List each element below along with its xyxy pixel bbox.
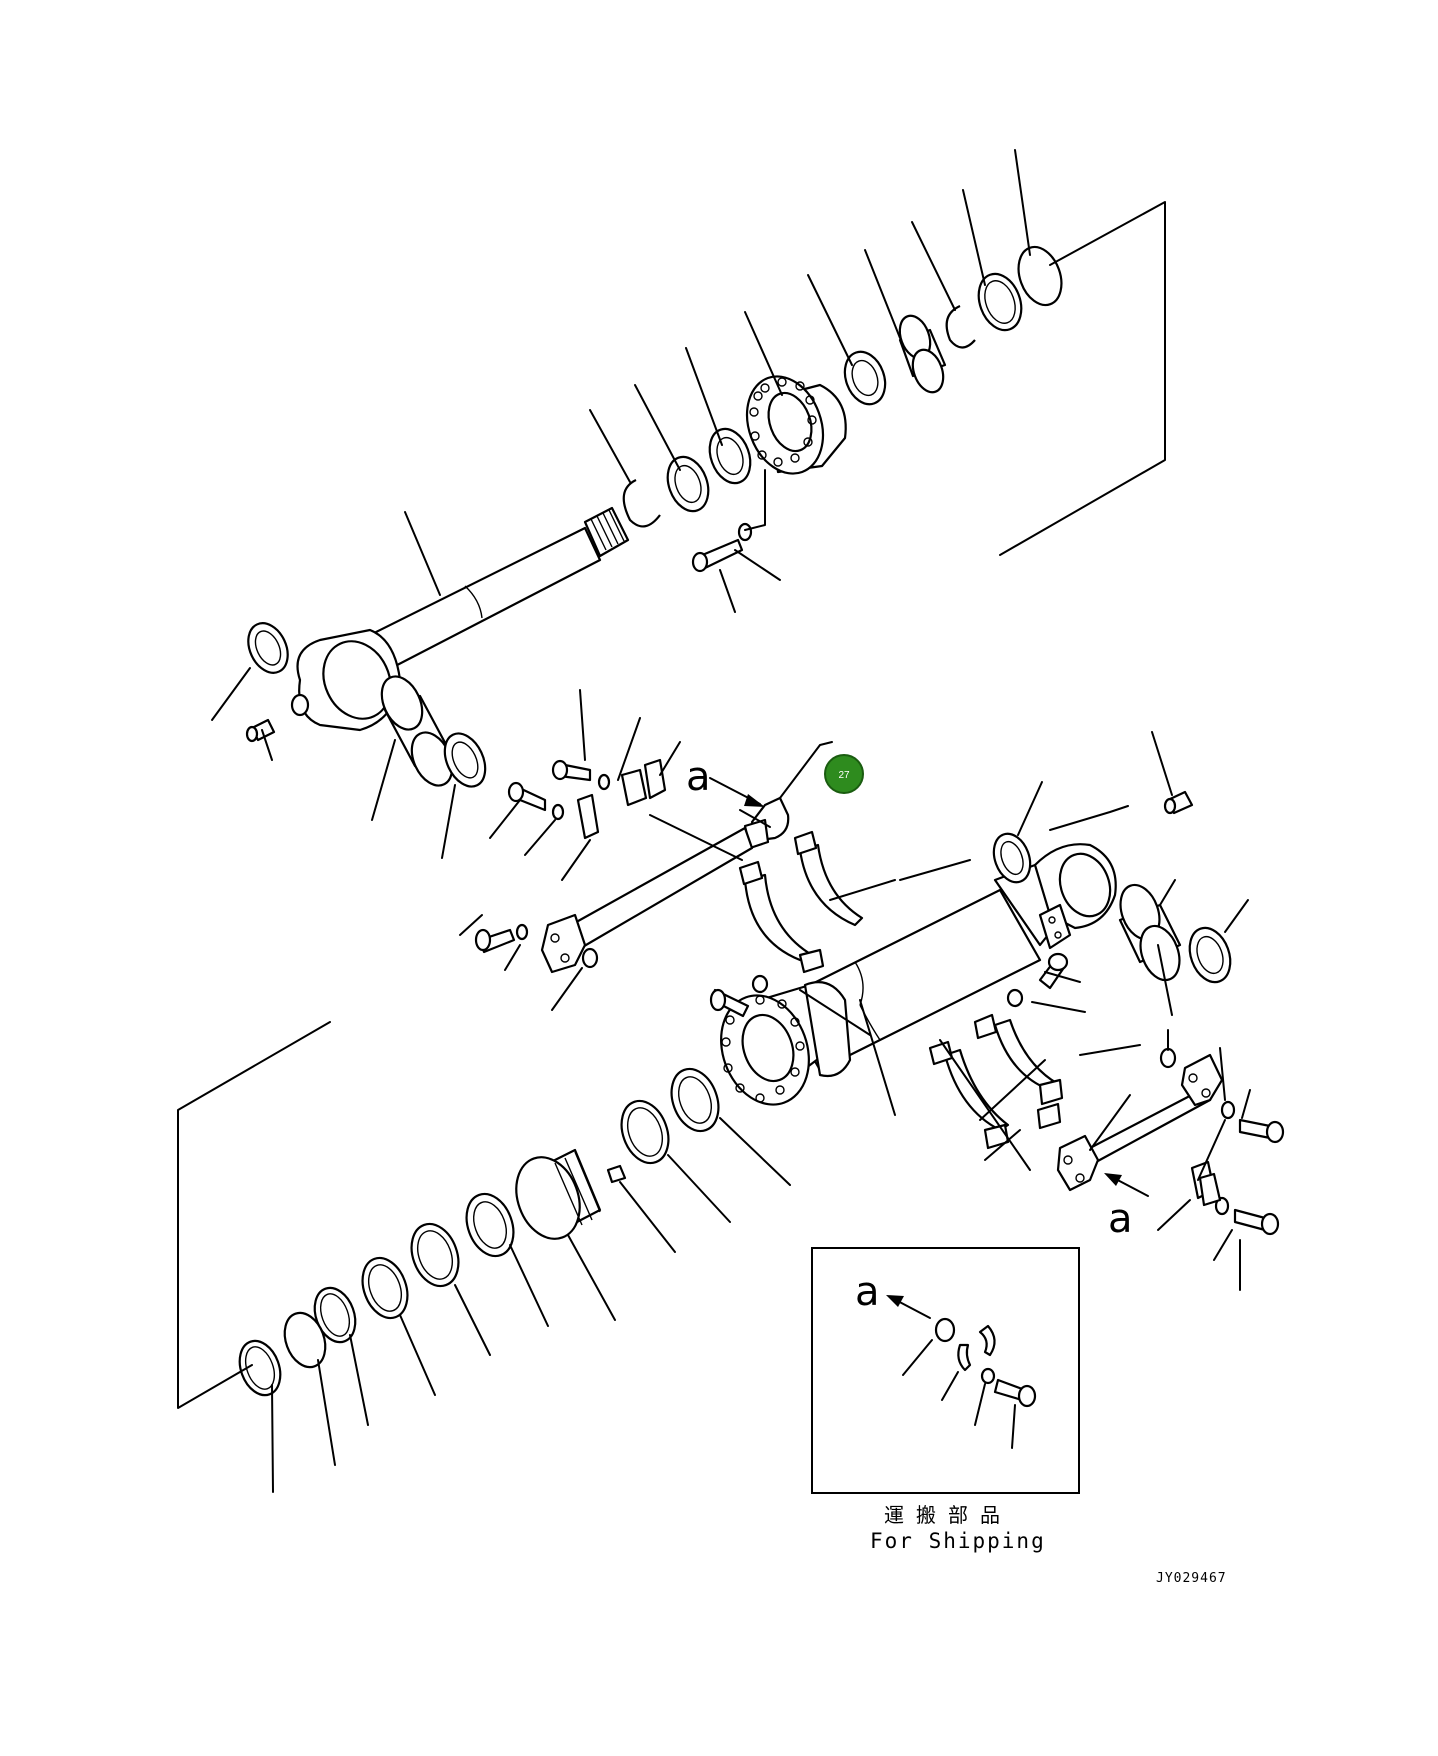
rod-eye-dust-seal	[247, 622, 289, 674]
piston-rod	[358, 526, 602, 678]
view-label-a: a	[1108, 1196, 1133, 1242]
pipe-assembly-lower	[1056, 944, 1285, 1291]
tube-clamp-upper	[738, 830, 864, 974]
cylinder-bottom	[993, 843, 1117, 950]
flange-washer-lower-1	[1220, 1100, 1236, 1120]
seal-ring-2	[708, 427, 752, 485]
clamp-washer-2	[551, 803, 565, 821]
flange-bolt-lower-1	[1238, 1118, 1285, 1144]
tube-backup-ring	[620, 1099, 670, 1165]
backup-ring	[977, 272, 1023, 332]
view-a-lower: a	[1104, 1173, 1149, 1242]
flange-bolt-lower-2	[1233, 1208, 1280, 1236]
shipping-clamp	[957, 1324, 996, 1372]
seal-ring-1	[666, 455, 710, 513]
view-label-a: a	[855, 1269, 880, 1315]
head-bolt	[691, 538, 744, 573]
clamp-lower	[1190, 1160, 1222, 1207]
piston-seal-set	[177, 1021, 791, 1493]
callout-badge[interactable]: 27	[824, 754, 864, 794]
shipping-washer	[980, 1367, 996, 1385]
cylinder-head-assembly	[589, 149, 1166, 613]
cylinder-head	[745, 375, 847, 475]
pipe-flange-block	[540, 913, 587, 974]
shipping-inset-frame	[811, 1247, 1080, 1494]
piston-ring-2	[410, 1222, 460, 1288]
snap-ring-1	[622, 479, 661, 528]
tube-clamp-lower	[928, 1013, 1064, 1150]
rod-eye-bushing	[380, 675, 454, 787]
grease-fitting-upper	[245, 718, 276, 743]
bottom-eye-bushing	[1118, 883, 1182, 982]
hydraulic-pipe	[560, 826, 754, 954]
tube-clamp-bolt-2	[1038, 952, 1069, 990]
flange-o-ring	[581, 947, 599, 969]
pipe-clamp-upper	[576, 758, 667, 840]
cylinder-tube-assembly	[709, 731, 1249, 1171]
tube-head-end	[720, 981, 852, 1106]
snap-ring-2	[945, 304, 976, 349]
piston-ring-3	[361, 1256, 409, 1320]
flange-bolt	[474, 928, 516, 954]
view-label-a: a	[686, 754, 711, 800]
piston-ring-6	[238, 1339, 282, 1397]
head-washer	[737, 522, 753, 542]
tube-clamp-bolt-1	[709, 988, 750, 1018]
tube-o-ring	[670, 1067, 720, 1133]
piston-rod-assembly	[211, 506, 630, 859]
tube-clamp-washer-1	[751, 974, 769, 994]
clamp-bolt-1	[551, 759, 592, 782]
view-a-upper: a	[686, 754, 765, 807]
rod-eye-seal-ring	[443, 732, 487, 788]
clamp-washer-1	[597, 773, 611, 791]
piston-ring-1	[465, 1192, 515, 1258]
piston-ring-5	[283, 1311, 327, 1369]
pipe-assembly-upper	[459, 689, 833, 1011]
set-screw	[606, 1164, 627, 1184]
piston	[515, 1148, 602, 1240]
pipe-flange-bottom	[1180, 1053, 1224, 1107]
clamp-bolt-2	[507, 781, 547, 812]
tube-clamp-washer-2	[1006, 988, 1024, 1008]
head-bushing	[898, 314, 947, 394]
pipe-flange-lower	[1056, 1134, 1100, 1192]
shipping-plug	[934, 1317, 956, 1343]
shipping-label-en: For Shipping	[870, 1529, 1046, 1553]
flange-washer	[515, 923, 529, 941]
callout-number: 27	[838, 770, 850, 781]
shipping-label-jp: 運搬部品	[884, 1503, 1012, 1527]
pipe-o-ring-lower	[1159, 1047, 1177, 1069]
shipping-inset: a 運搬部品 For Shipping	[811, 1247, 1080, 1553]
bottom-eye-seal-ring	[1188, 926, 1232, 984]
head-ring	[843, 350, 887, 406]
flange-washer-lower-2	[1214, 1196, 1230, 1216]
grease-fitting-lower	[1163, 790, 1194, 815]
shipping-bolt	[993, 1378, 1037, 1408]
drawing-code: JY029467	[1156, 1571, 1227, 1586]
